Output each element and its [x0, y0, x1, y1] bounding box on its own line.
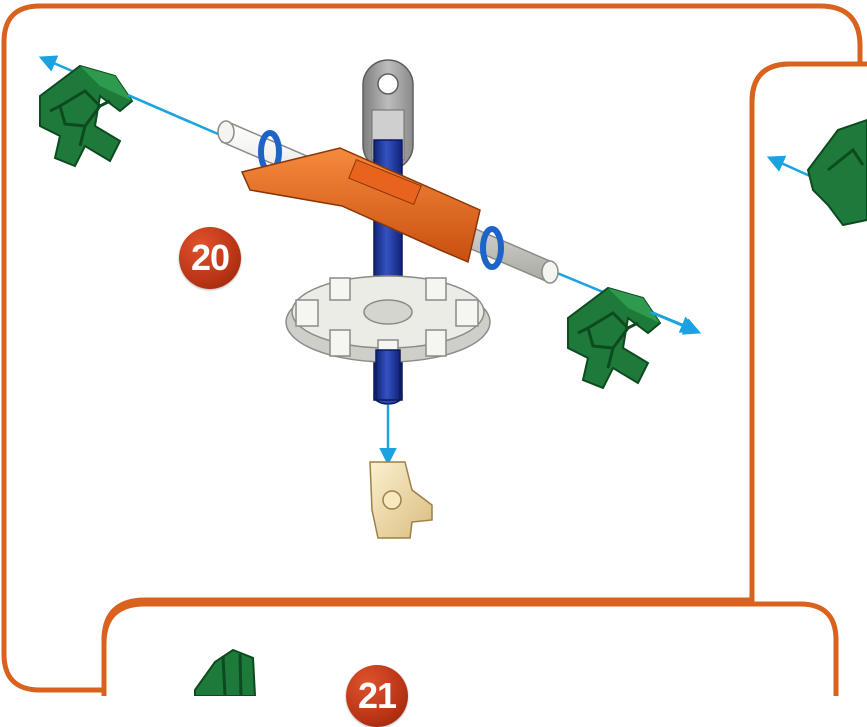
instruction-diagram — [0, 0, 867, 696]
arrow-highlight — [128, 92, 190, 119]
step-number-label: 20 — [191, 237, 229, 279]
direction-arrow-icon — [770, 158, 810, 176]
step-number-label: 21 — [358, 675, 396, 717]
direction-arrow-icon — [128, 95, 190, 122]
step-number-badge: 21 — [346, 665, 408, 727]
orange-connector-icon — [242, 148, 480, 262]
green-connector-icon — [40, 66, 132, 166]
green-connector-icon — [195, 650, 255, 696]
green-connector-icon — [808, 120, 867, 225]
tan-clip-icon — [370, 462, 432, 538]
panel-next-right-border — [752, 64, 867, 102]
green-connector-icon — [568, 288, 660, 388]
blue-rod-lower — [376, 350, 400, 400]
step-number-badge: 20 — [179, 227, 241, 289]
